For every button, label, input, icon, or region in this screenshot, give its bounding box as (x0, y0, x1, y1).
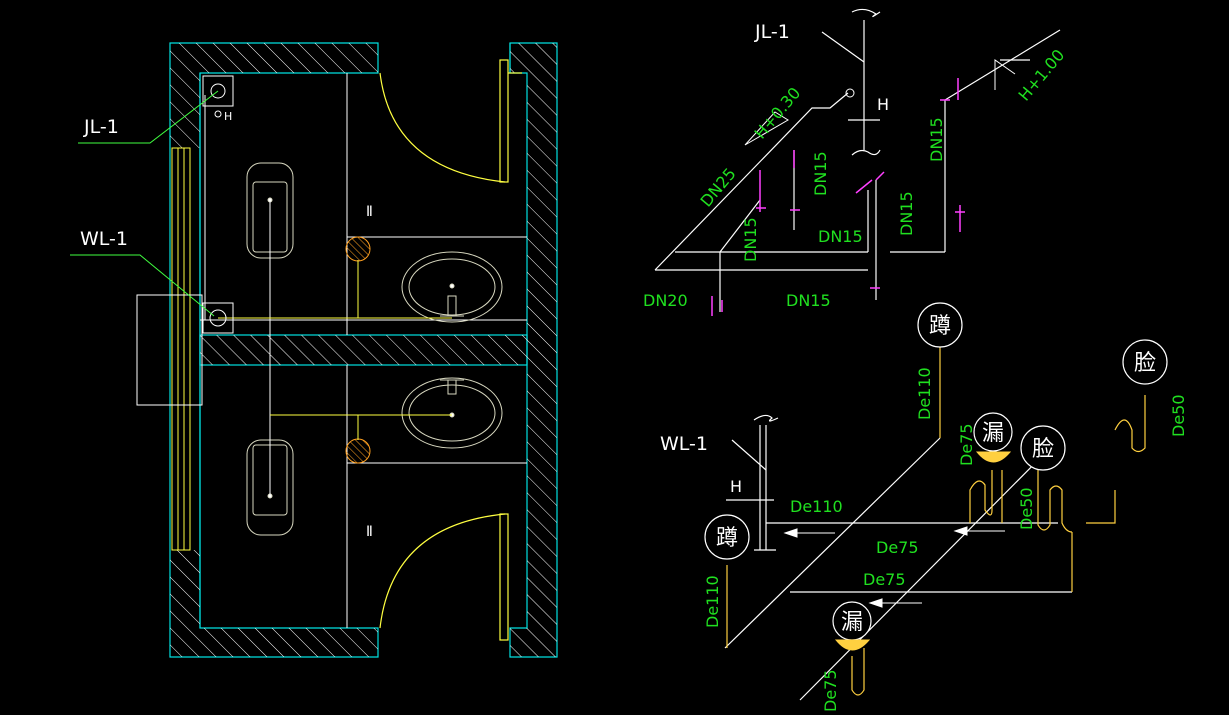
supply-pipes (654, 8, 1061, 312)
pipe-label-dn15-b: DN15 (811, 151, 830, 196)
fixture-squat-top: 蹲 (917, 302, 963, 348)
fixture-floor-drain-b-char: 漏 (841, 610, 863, 635)
plan-pipes (204, 95, 452, 496)
room-mark-bottom: Ⅱ (366, 524, 373, 540)
floor-plan: H JL-1 WL-1 Ⅱ Ⅱ (70, 42, 558, 658)
supply-elev-marks (744, 59, 1016, 146)
fixture-floor-drain-a-char: 漏 (982, 421, 1004, 446)
window (136, 147, 203, 551)
fixture-floor-drain-a: 漏 (973, 412, 1013, 463)
pipe-label-dn15-c: DN15 (818, 227, 863, 246)
pipe-label-dn15-a: DN15 (741, 217, 760, 262)
plan-jl-label: JL-1 (83, 116, 119, 138)
doors (379, 59, 522, 641)
pipe-label-dn20: DN20 (643, 291, 688, 310)
pipe-label-de110-main: De110 (790, 497, 843, 516)
pipe-label-de75-c: De75 (863, 570, 906, 589)
wash-basin-bottom (401, 377, 503, 449)
fixture-floor-drain-b: 漏 (832, 601, 872, 651)
pipe-label-de50-a: De50 (1017, 487, 1036, 530)
supply-isometric: JL-1 H H+0.30 H+1.00 DN25 DN20 DN15 DN15… (643, 8, 1069, 316)
drain-wl-label: WL-1 (660, 433, 708, 455)
flow-arrows (783, 526, 1005, 608)
fixture-squat-left-char: 蹲 (716, 526, 738, 551)
riser-wl-symbol (202, 302, 234, 334)
pipe-label-de110-top: De110 (915, 367, 934, 420)
room-mark-top: Ⅱ (366, 204, 373, 220)
elev-left-label: H+0.30 (751, 84, 805, 143)
floor-drain-bottom (345, 438, 371, 464)
drain-riser (726, 414, 779, 551)
riser-jl-symbol (202, 75, 234, 118)
pipe-label-dn15-f: DN15 (786, 291, 831, 310)
drain-isometric: 蹲 蹲 漏 漏 脸 脸 WL-1 H De110 De110 De110 De7… (660, 302, 1188, 712)
pipe-label-de110-left: De110 (703, 575, 722, 628)
supply-h-mark: H (877, 95, 889, 114)
pipe-label-dn15-e: DN15 (927, 117, 946, 162)
pipe-label-dn25: DN25 (697, 164, 740, 210)
drain-branches (726, 340, 1146, 696)
supply-jl-label: JL-1 (754, 21, 790, 43)
fixture-squat-left: 蹲 (704, 514, 750, 560)
pipe-label-dn15-d: DN15 (897, 191, 916, 236)
wall-hatch (170, 43, 557, 657)
pipe-label-de75-d: De75 (821, 669, 840, 712)
elev-right-label: H+1.00 (1015, 46, 1069, 105)
plan-h-mark: H (224, 110, 232, 123)
fixture-basin-a: 脸 (1020, 425, 1066, 471)
drain-pipes (724, 437, 1072, 701)
fixture-squat-top-char: 蹲 (929, 314, 951, 339)
pipe-label-de75-b: De75 (876, 538, 919, 557)
pipe-label-de75-a: De75 (957, 423, 976, 466)
plan-leaders (70, 90, 219, 317)
partitions (200, 73, 527, 628)
pipe-label-de50-b: De50 (1169, 394, 1188, 437)
floor-drain-top (345, 236, 371, 262)
plan-wl-label: WL-1 (80, 228, 128, 250)
supply-stubs (711, 78, 965, 316)
wash-basin-top (401, 251, 503, 323)
drain-h-mark: H (730, 477, 742, 496)
fixture-basin-b-char: 脸 (1134, 351, 1156, 376)
fixture-basin-a-char: 脸 (1032, 437, 1054, 462)
fixture-basin-b: 脸 (1122, 339, 1168, 385)
